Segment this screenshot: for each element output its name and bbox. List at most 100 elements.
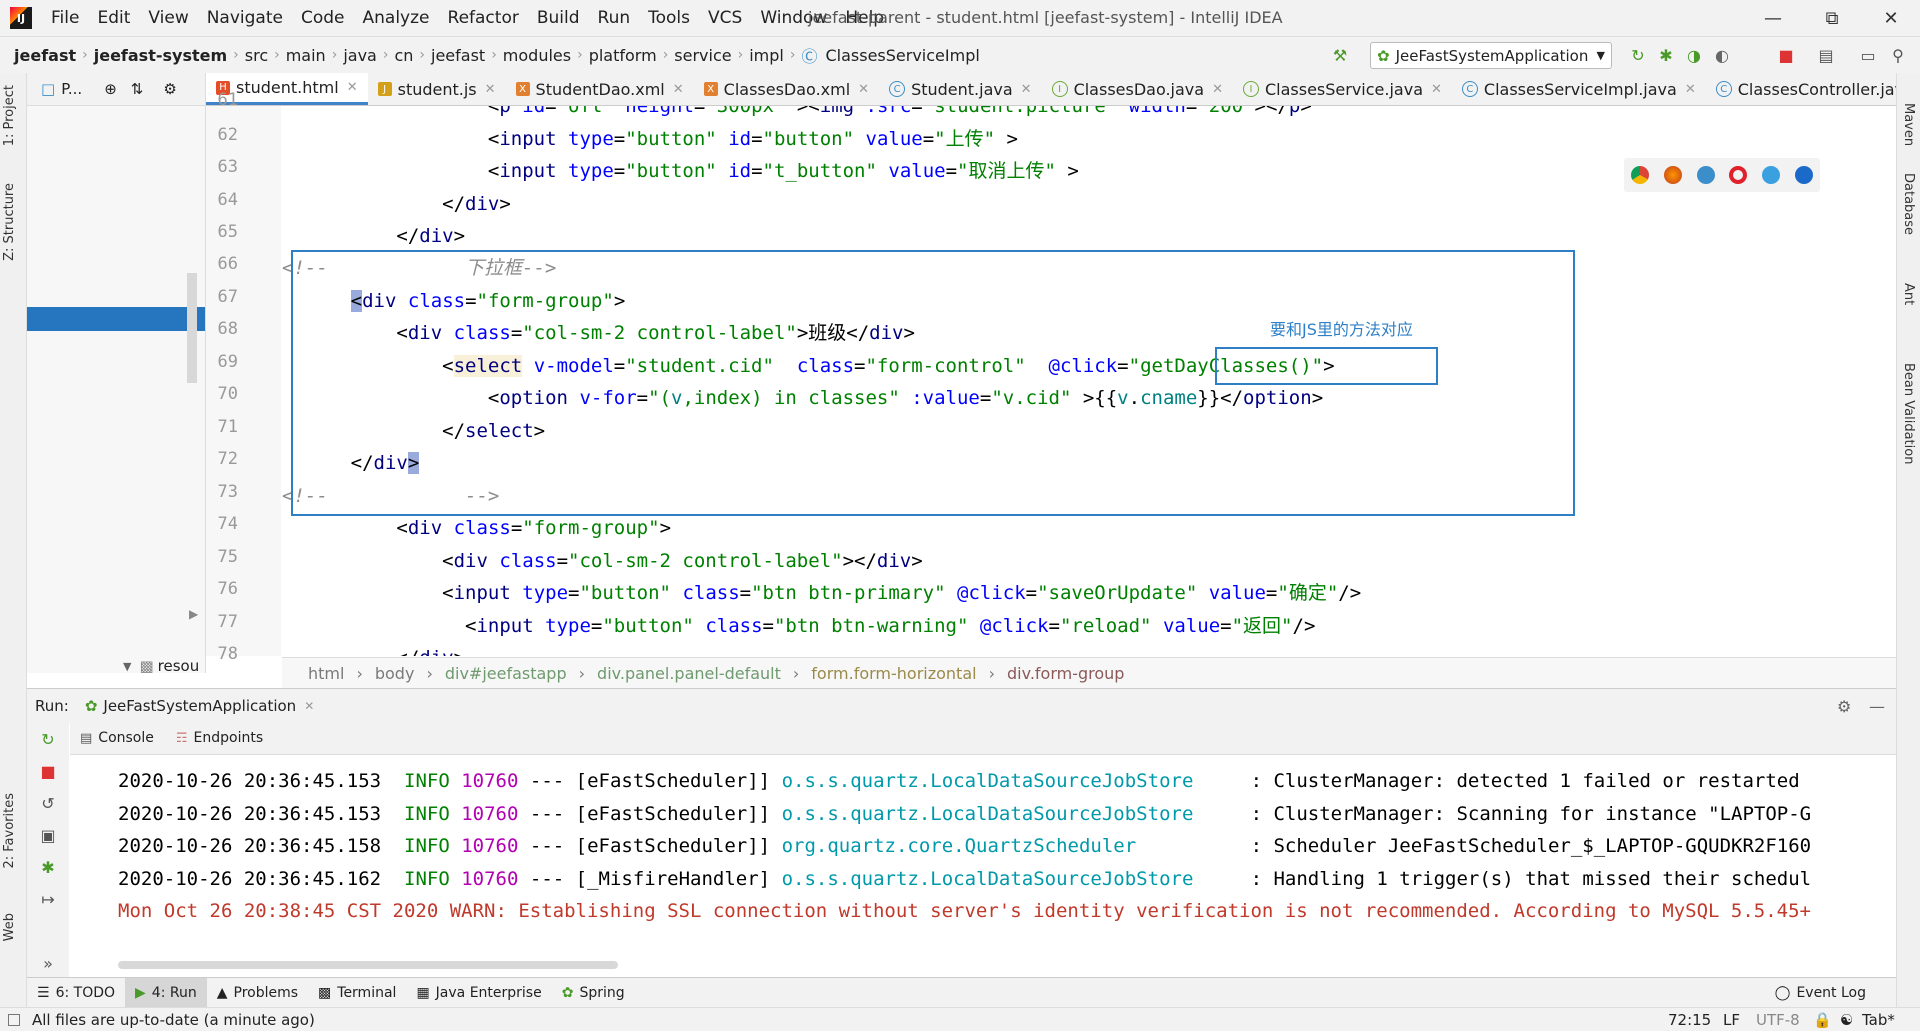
search-icon[interactable]: ⚲ (1892, 45, 1904, 65)
internet-explorer-icon[interactable] (1761, 166, 1780, 184)
menu-view[interactable]: View (148, 8, 189, 28)
close-icon[interactable]: ✕ (1020, 81, 1032, 97)
project-panel-label[interactable]: P... (61, 80, 83, 98)
expand-arrow-icon[interactable]: ▶ (189, 607, 199, 621)
lock-icon[interactable]: 🔒 (1813, 1010, 1832, 1029)
layout-icon[interactable]: ▭ (1860, 45, 1876, 65)
menu-help[interactable]: Help (845, 8, 885, 28)
crumb-impl[interactable]: impl (749, 45, 784, 65)
favorites-tool-tab[interactable]: 2: Favorites (2, 793, 17, 869)
menu-vcs[interactable]: VCS (708, 8, 743, 28)
terminal-tool-button[interactable]: ▩Terminal (318, 985, 397, 1001)
menu-analyze[interactable]: Analyze (362, 8, 430, 28)
tree-item-resources[interactable]: ▼ ▩ resou (123, 657, 200, 675)
locate-icon[interactable]: ⊕ (104, 80, 117, 98)
debug-icon[interactable]: ✱ (1659, 45, 1673, 65)
menu-navigate[interactable]: Navigate (206, 8, 283, 28)
crumb-java[interactable]: java (343, 45, 377, 65)
firefox-icon[interactable] (1663, 166, 1682, 184)
menu-file[interactable]: File (51, 8, 80, 28)
console-tab[interactable]: Console (98, 730, 154, 746)
project-structure-icon[interactable]: ▤ (1818, 45, 1834, 65)
crumb-src[interactable]: src (244, 45, 269, 65)
stop-icon[interactable]: ■ (40, 761, 56, 781)
crumb-cn[interactable]: cn (394, 45, 414, 65)
run-app-tab[interactable]: JeeFastSystemApplication (103, 697, 297, 715)
close-window-button[interactable]: ✕ (1883, 7, 1899, 29)
todo-tool-button[interactable]: ☰6: TODO (37, 985, 116, 1001)
crumb-service[interactable]: service (674, 45, 732, 65)
close-icon[interactable]: ✕ (484, 81, 496, 97)
problems-tool-button[interactable]: ▲Problems (216, 985, 299, 1001)
settings-gear-icon[interactable]: ⚙ (1837, 696, 1852, 716)
run-configuration-select[interactable]: ✿ JeeFastSystemApplication ▼ (1370, 42, 1612, 69)
menu-code[interactable]: Code (300, 8, 345, 28)
web-tool-tab[interactable]: Web (2, 913, 17, 942)
chrome-icon[interactable] (1631, 166, 1650, 184)
file-encoding[interactable]: UTF-8 (1756, 1010, 1800, 1029)
caret-position[interactable]: 72:15 (1668, 1010, 1712, 1029)
database-tool-tab[interactable]: Database (1901, 173, 1916, 236)
minimize-button[interactable]: — (1764, 7, 1782, 29)
selected-tree-row[interactable] (27, 307, 205, 331)
crumb-platform[interactable]: platform (588, 45, 657, 65)
close-icon[interactable]: ✕ (346, 80, 358, 95)
rerun-icon[interactable]: ↻ (1631, 45, 1645, 65)
indent-setting[interactable]: Tab* (1862, 1010, 1895, 1029)
code-editor[interactable]: <p id="ofl" height="300px" ><img :src="s… (282, 106, 1877, 656)
close-icon[interactable]: ✕ (304, 699, 315, 713)
crumb-jeefast[interactable]: jeefast (14, 45, 77, 65)
line-separator[interactable]: LF (1723, 1010, 1740, 1029)
edge-icon[interactable] (1794, 166, 1813, 184)
close-icon[interactable]: ✕ (1212, 81, 1223, 97)
update-app-icon[interactable]: ✱ (41, 857, 55, 877)
inspector-icon[interactable]: ☯ (1840, 1010, 1854, 1029)
horizontal-scrollbar[interactable] (118, 961, 618, 969)
menu-run[interactable]: Run (597, 8, 631, 28)
bean-validation-tool-tab[interactable]: Bean Validation (1901, 363, 1916, 465)
run-tool-button[interactable]: ▶4: Run (125, 978, 207, 1008)
maven-tool-tab[interactable]: Maven (1901, 103, 1916, 147)
exit-icon[interactable]: ↦ (41, 889, 55, 909)
crumb-classesserviceimpl[interactable]: ClassesServiceImpl (825, 45, 980, 65)
structure-tool-tab[interactable]: Z: Structure (2, 183, 17, 261)
crumb-body[interactable]: body (374, 663, 415, 683)
crumb-modules[interactable]: modules (502, 45, 572, 65)
close-icon[interactable]: ✕ (672, 81, 684, 97)
safari-icon[interactable] (1696, 166, 1715, 184)
endpoints-tab[interactable]: Endpoints (193, 730, 264, 746)
settings-gear-icon[interactable]: ⚙ (163, 80, 177, 98)
camera-icon[interactable]: ▣ (40, 825, 56, 845)
stop-icon[interactable]: ■ (1778, 45, 1794, 65)
crumb-form[interactable]: form.form-horizontal (811, 663, 977, 683)
project-tool-tab[interactable]: 1: Project (2, 85, 17, 147)
restore-button[interactable]: ⧉ (1825, 7, 1839, 29)
close-icon[interactable]: ✕ (1431, 81, 1442, 97)
build-hammer-icon[interactable]: ⚒ (1332, 45, 1348, 65)
coverage-icon[interactable]: ◑ (1687, 45, 1701, 65)
java-enterprise-tool-button[interactable]: ▦Java Enterprise (416, 985, 542, 1001)
opera-icon[interactable] (1729, 166, 1748, 184)
hide-panel-icon[interactable]: — (1869, 696, 1885, 716)
close-icon[interactable]: ✕ (1684, 81, 1696, 97)
status-square-icon[interactable] (8, 1013, 20, 1026)
close-icon[interactable]: ✕ (858, 81, 870, 97)
tree-scrollbar[interactable] (187, 273, 197, 383)
crumb-html[interactable]: html (308, 663, 345, 683)
crumb-div-form-group[interactable]: div.form-group (1006, 663, 1125, 683)
rerun-icon[interactable]: ↻ (41, 729, 55, 749)
profile-icon[interactable]: ◐ (1715, 45, 1729, 65)
menu-refactor[interactable]: Refactor (447, 8, 519, 28)
crumb-jeefast-system[interactable]: jeefast-system (93, 45, 228, 65)
crumb-jeefast-pkg[interactable]: jeefast (431, 45, 486, 65)
console-output[interactable]: 2020-10-26 20:36:45.153 INFO 10760 --- [… (70, 755, 1896, 977)
